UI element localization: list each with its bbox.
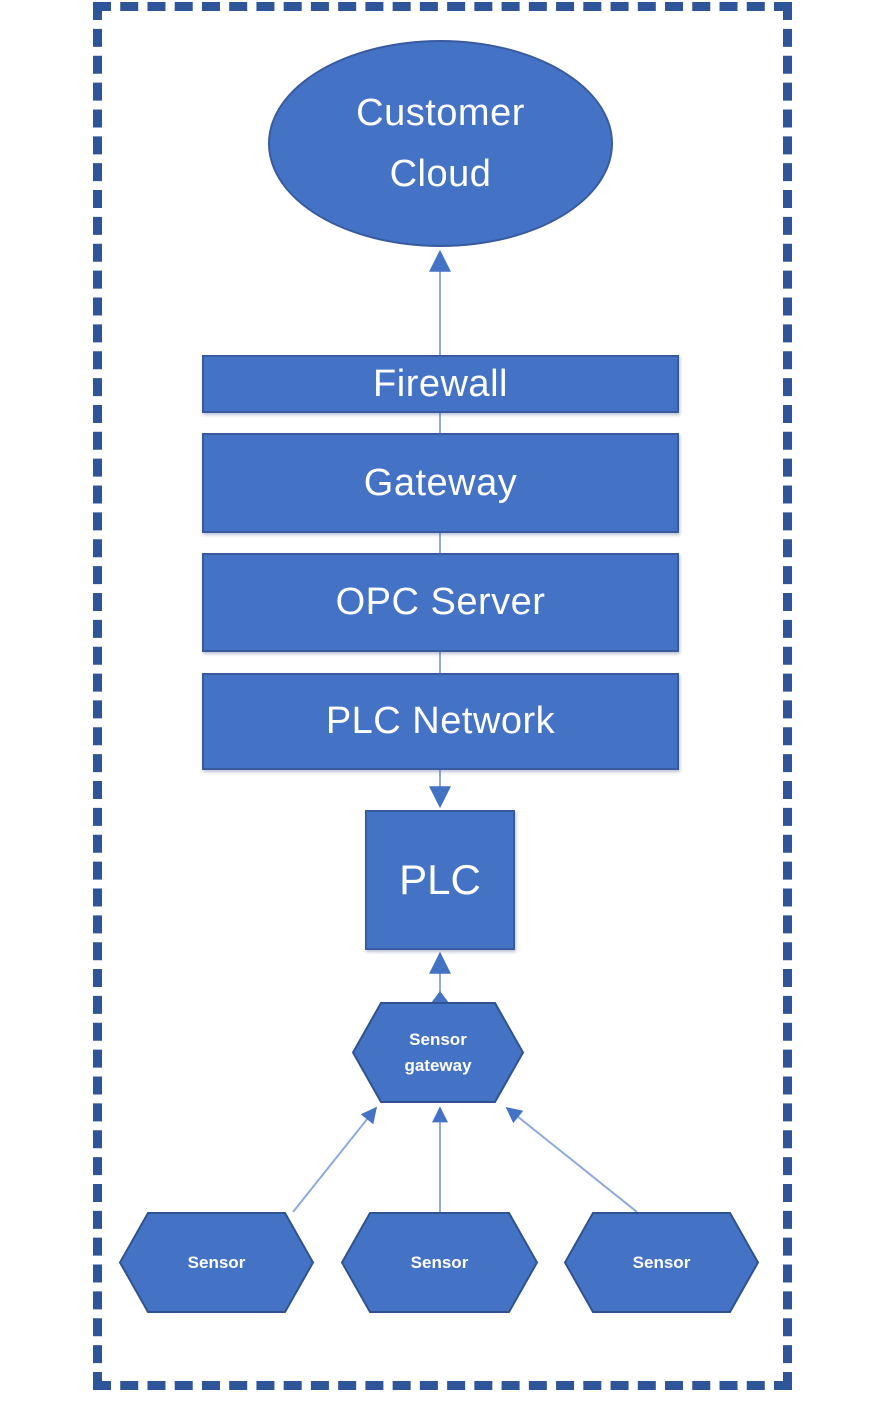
node-firewall[interactable]: Firewall — [202, 355, 679, 413]
firewall-label: Firewall — [373, 362, 508, 405]
dashed-boundary-frame — [93, 2, 792, 1390]
gateway-label: Gateway — [363, 461, 518, 504]
sensor-2-label: Sensor — [410, 1252, 469, 1272]
sensor-gateway-label: Sensor gateway — [404, 1030, 472, 1075]
plc-label: PLC — [399, 856, 481, 903]
node-opc-server[interactable]: OPC Server — [202, 553, 679, 652]
node-customer-cloud[interactable]: Customer Cloud — [268, 40, 613, 247]
node-sensor-2[interactable]: Sensor — [342, 1213, 537, 1312]
node-sensor-1[interactable]: Sensor — [120, 1213, 313, 1312]
customer-cloud-label: Customer Cloud — [356, 91, 525, 195]
sensor-1-label: Sensor — [187, 1252, 246, 1272]
edge-sensor3-to-sensor-gateway — [505, 1107, 638, 1213]
node-sensor-3[interactable]: Sensor — [565, 1213, 758, 1312]
sensor-gateway-hexagon[interactable] — [351, 1002, 525, 1103]
opc-server-label: OPC Server — [335, 581, 546, 623]
node-plc[interactable]: PLC — [365, 810, 515, 950]
sensor-2-hexagon[interactable] — [340, 1212, 539, 1313]
node-gateway[interactable]: Gateway — [202, 433, 679, 533]
sensor-3-label: Sensor — [632, 1252, 691, 1272]
edge-sensor1-to-sensor-gateway — [292, 1106, 377, 1213]
node-sensor-gateway[interactable]: Sensor gateway — [353, 1003, 523, 1102]
sensor-1-hexagon[interactable] — [118, 1212, 315, 1313]
node-plc-network[interactable]: PLC Network — [202, 673, 679, 770]
plc-network-label: PLC Network — [325, 700, 556, 742]
sensor-3-hexagon[interactable] — [563, 1212, 760, 1313]
sensor-gateway-top-arrowhead — [431, 991, 449, 1003]
